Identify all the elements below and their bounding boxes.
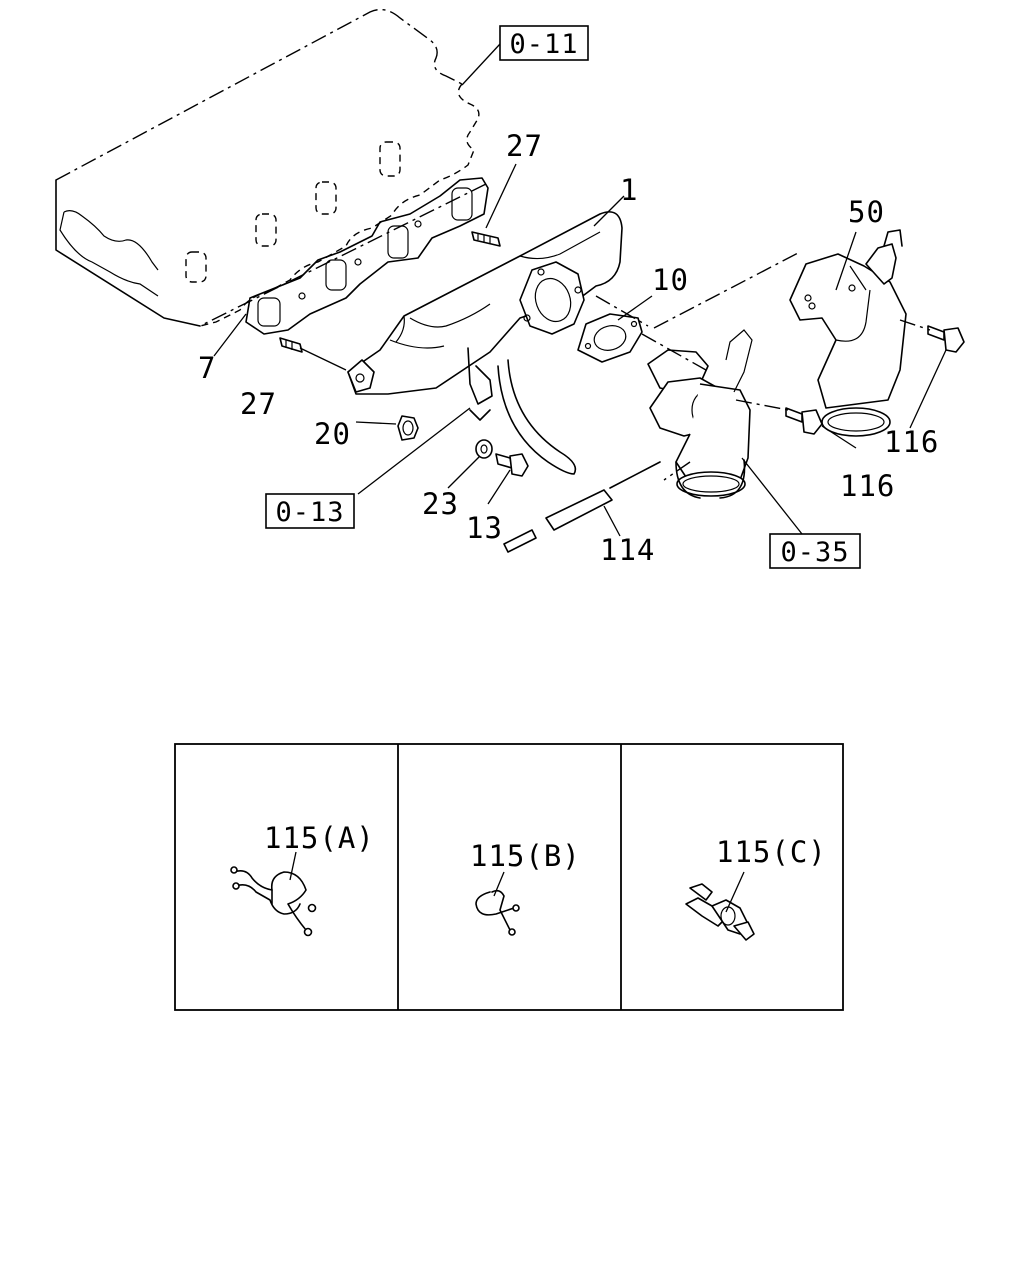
ref-box-cylinder-head: 0-11 <box>499 25 589 61</box>
label-nut: 20 <box>314 417 351 451</box>
ref-box-bracket: 0-13 <box>265 493 355 529</box>
leader-lines <box>213 43 947 537</box>
bolt-116-mid <box>785 407 823 435</box>
label-clip-b: 115(B) <box>470 839 581 873</box>
label-stud-left: 27 <box>240 387 277 421</box>
label-bolt-116-mid: 116 <box>840 469 895 503</box>
bolt-116-right <box>927 325 965 353</box>
ref-box-egr: 0-35 <box>769 533 861 569</box>
ref-label-bracket: 0-13 <box>275 497 344 528</box>
part-labels: 27 1 10 50 7 27 20 23 13 114 116 116 <box>198 129 939 567</box>
manifold-gasket <box>245 177 489 335</box>
label-stud-top: 27 <box>506 129 543 163</box>
label-bolt-116-right: 116 <box>884 425 939 459</box>
clip-a: 115(A) <box>230 821 375 937</box>
egr-valve <box>647 329 753 499</box>
ref-label-egr: 0-35 <box>780 537 849 568</box>
flange-gasket <box>577 313 643 363</box>
center-lines <box>199 183 931 481</box>
outlet-pipe <box>789 229 907 437</box>
bolt-13 <box>495 453 529 477</box>
label-gasket-flange: 10 <box>652 263 689 297</box>
ref-label-cylinder-head: 0-11 <box>509 29 578 60</box>
label-pipe-114: 114 <box>600 533 655 567</box>
clip-b: 115(B) <box>470 839 581 936</box>
clip-c: 115(C) <box>685 835 827 941</box>
stud-left <box>279 337 303 353</box>
small-pipe <box>503 461 661 553</box>
washer <box>475 439 493 459</box>
stud-top <box>471 231 501 247</box>
label-clip-c: 115(C) <box>716 835 827 869</box>
exhaust-manifold <box>347 211 623 475</box>
clip-variants-table: 115(A) 115(B) 115(C) <box>174 743 844 1011</box>
label-washer: 23 <box>422 487 459 521</box>
label-gasket-head: 7 <box>198 351 216 385</box>
label-bolt-13: 13 <box>466 511 503 545</box>
cylinder-head <box>55 8 480 327</box>
label-clip-a: 115(A) <box>264 821 375 855</box>
label-pipe-50: 50 <box>848 195 885 229</box>
nut <box>397 415 419 441</box>
label-manifold: 1 <box>620 173 638 207</box>
